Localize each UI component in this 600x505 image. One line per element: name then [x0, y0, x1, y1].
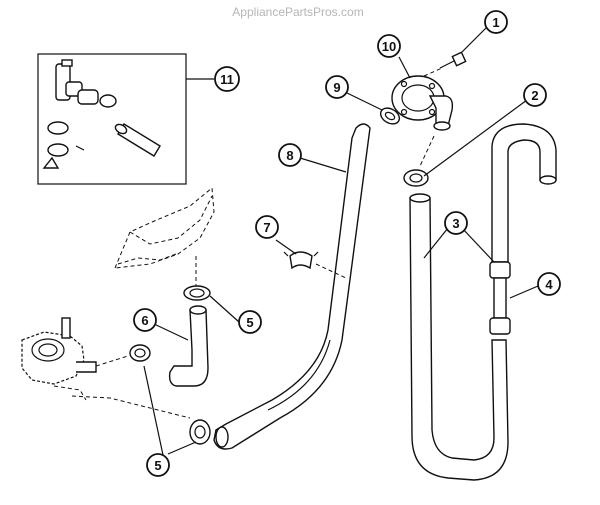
svg-text:5: 5 [154, 458, 161, 473]
svg-text:8: 8 [286, 148, 293, 163]
callout-7: 7 [255, 215, 279, 239]
callout-6: 6 [133, 308, 157, 332]
callout-4: 4 [537, 272, 561, 296]
inset-clamp-3 [47, 143, 69, 157]
hose-connector [489, 261, 511, 335]
tub-fragment [114, 187, 215, 269]
drain-hose-lower [409, 197, 509, 481]
coupling [77, 89, 99, 105]
drain-pump [21, 317, 97, 401]
svg-text:1: 1 [492, 15, 499, 30]
svg-text:5: 5 [246, 315, 253, 330]
screw [439, 51, 467, 69]
svg-text:2: 2 [531, 88, 538, 103]
clamp-outlet [379, 107, 401, 125]
callout-2: 2 [523, 83, 547, 107]
drain-hose-upper [491, 123, 557, 263]
callout-8: 8 [278, 143, 302, 167]
svg-text:4: 4 [545, 277, 553, 292]
clamp-mid [129, 344, 151, 362]
callout-5-lower: 5 [146, 453, 170, 477]
callout-3: 3 [444, 211, 468, 235]
clamp-standpipe [403, 169, 429, 187]
clamp-lower [189, 419, 211, 445]
svg-text:9: 9 [333, 80, 340, 95]
inset-kit-box [37, 53, 214, 185]
svg-text:6: 6 [141, 313, 148, 328]
elbow-hose [168, 309, 209, 387]
svg-text:3: 3 [452, 216, 459, 231]
hose-clip [283, 251, 319, 270]
inset-clamp-1 [99, 94, 117, 108]
tub-outlet-fitting [391, 75, 454, 131]
inset-cone [42, 156, 60, 169]
callout-5-upper: 5 [238, 310, 262, 334]
callout-9: 9 [325, 75, 349, 99]
svg-text:11: 11 [220, 72, 234, 87]
drain-hose-long [213, 123, 371, 450]
svg-text:7: 7 [263, 220, 270, 235]
callout-11: 11 [214, 66, 240, 92]
leader-lines [143, 23, 539, 456]
inset-clamp-2 [47, 121, 69, 135]
svg-text:10: 10 [382, 39, 396, 54]
clamp-upper [183, 285, 211, 301]
callout-1: 1 [484, 10, 508, 34]
watermark: AppliancePartsPros.com [232, 5, 363, 19]
callout-10: 10 [377, 34, 401, 58]
